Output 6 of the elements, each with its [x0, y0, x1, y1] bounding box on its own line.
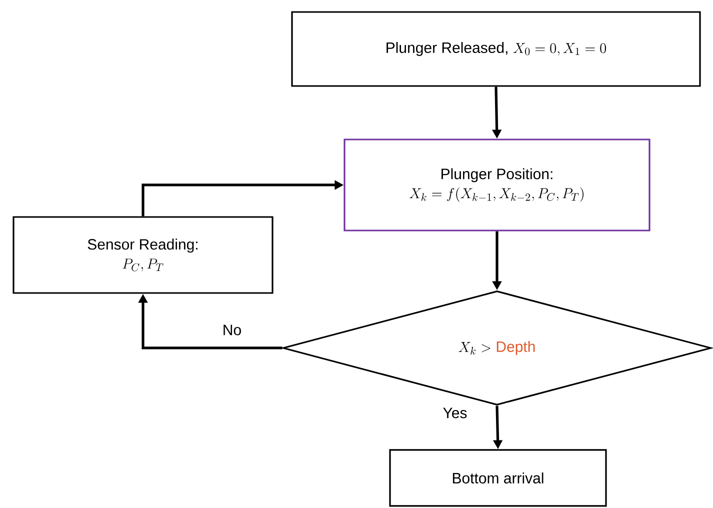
process-box: Sensor Reading: $P_C, P_T$: [12, 216, 274, 294]
process-box: Plunger Position: $X_k = f(X_{k-1}, X_{k-2}, P_C, P_T)$: [344, 138, 650, 232]
edge-label: Yes: [442, 406, 468, 420]
start-box: Plunger Released, $X_0 = 0, X_1 = 0$: [291, 11, 701, 87]
edge-label: No: [221, 324, 243, 336]
end-box: Bottom arrival: [389, 449, 607, 507]
